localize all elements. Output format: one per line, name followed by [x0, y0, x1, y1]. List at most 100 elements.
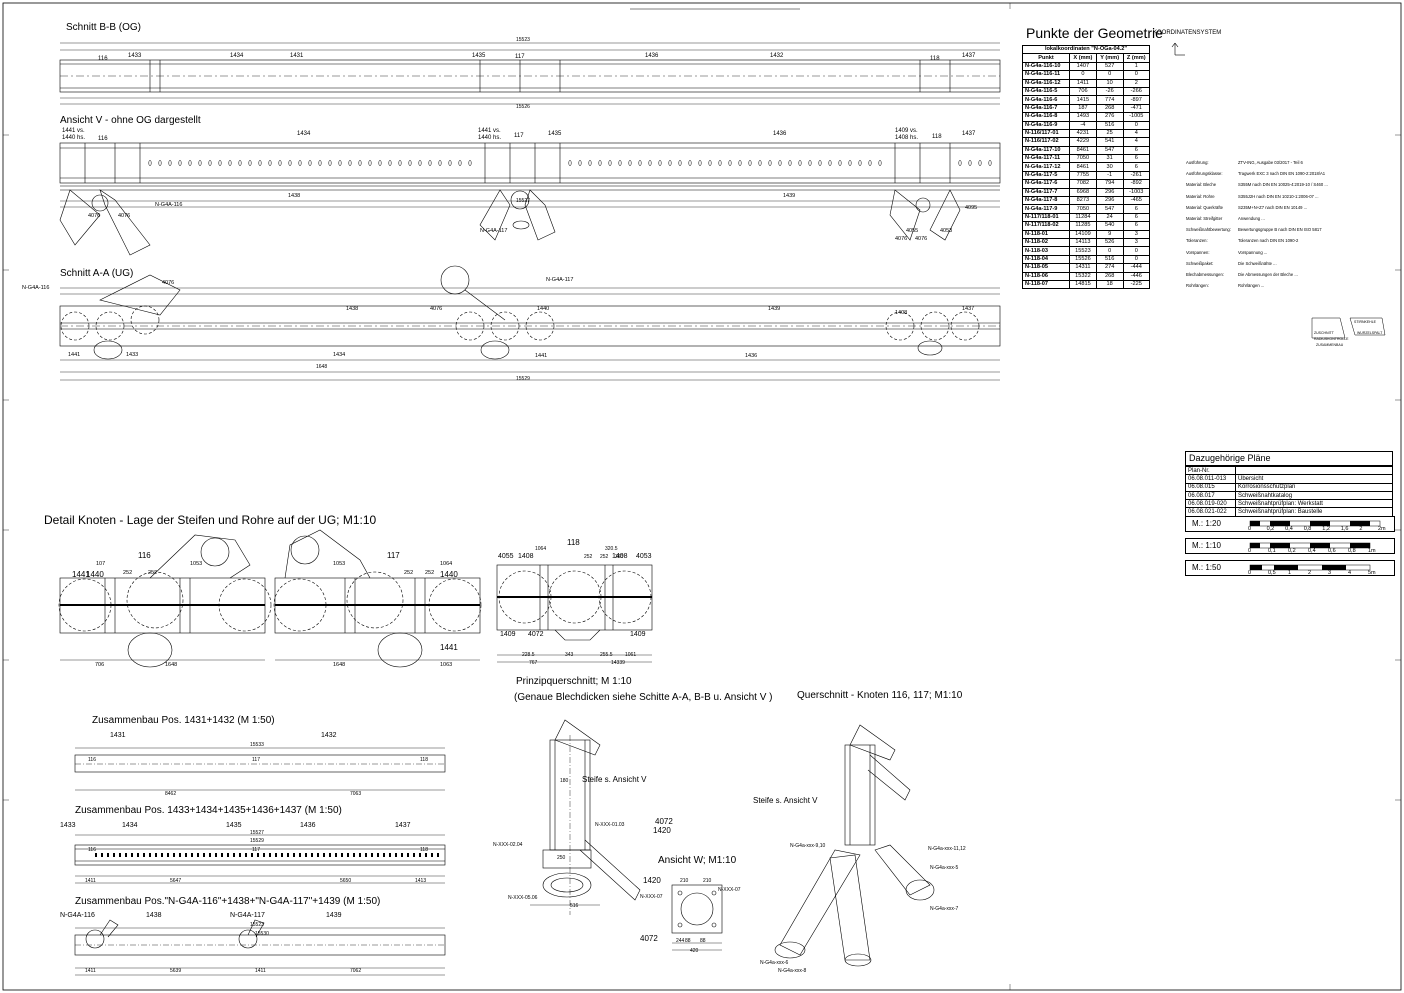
node-label: 4053 [940, 228, 953, 234]
ansicht-w-label: 4072 [640, 934, 658, 943]
note-row: Ausführung:ZTV-ING, Ausgabe 03/2017 - Te… [1186, 160, 1303, 165]
related-plans: Dazugehörige Pläne Plan-Nr. 06.08.011-01… [1185, 451, 1393, 517]
part-label: 1438 [146, 912, 162, 919]
part-label: 4076 [162, 280, 175, 286]
scale-tick-label: 1m [1368, 548, 1376, 554]
part-label: 4076 [430, 306, 443, 312]
part-label: 116 [98, 56, 108, 62]
table-cell: 1 [1122, 61, 1150, 72]
assemblies [74, 747, 446, 976]
querschnitt-label: N-G4a-xxx-6 [760, 960, 789, 966]
detail-knoten [58, 529, 653, 668]
note-row: Toleranzen:Toleranzen nach DIN EN 1090-2 [1186, 238, 1299, 244]
table-cell: -465 [1122, 196, 1150, 206]
table-cell: N-G4a-117-10 [1022, 145, 1070, 156]
querschnitt-label: N-G4a-xxx-8 [778, 968, 807, 974]
part-label: 1431 [290, 53, 304, 59]
part-label: 1439 [768, 306, 781, 312]
table-cell: 547 [1095, 204, 1124, 214]
dimension-label: 252 [600, 554, 609, 560]
part-label: 1440 hs. [62, 135, 86, 141]
dimension-label: 1413 [415, 878, 427, 884]
table-cell: 8461 [1069, 145, 1097, 156]
part-label: 1440 hs. [478, 135, 502, 141]
dimension-label: 4053 [636, 553, 652, 560]
ansicht-w-label: 420 [690, 948, 699, 954]
legend-label: ZUSAMMENBAU [1316, 343, 1344, 347]
dimension-label: 1648 [165, 662, 178, 668]
plan-cell: 06.08.011-013 [1185, 474, 1236, 484]
table-cell: 1493 [1069, 112, 1097, 122]
part-label: 1438 [346, 306, 359, 312]
dimension-label: 767 [529, 660, 538, 666]
prinzip-label: 1420 [653, 826, 671, 835]
part-label: 1435 [548, 131, 562, 137]
dimension-label: 1063 [440, 662, 453, 668]
scale-tick-label: 0,4 [1308, 548, 1316, 554]
table-cell: 11285 [1069, 221, 1097, 231]
prinzip-section [530, 719, 723, 951]
table-cell: 2 [1122, 78, 1150, 88]
dimension-label: 252 [148, 570, 158, 576]
dimension-label: 15530 [255, 931, 269, 937]
table-cell: N-116/117-02 [1022, 137, 1070, 147]
table-cell: 8461 [1069, 162, 1097, 172]
part-label: 1409 vs. [895, 128, 918, 134]
part-label: 1434 [122, 822, 138, 829]
general-notes: Ausführung:ZTV-ING, Ausgabe 03/2017 - Te… [1186, 160, 1391, 294]
dimension-total: 15526 [516, 104, 530, 110]
dimension-label: 1411 [255, 968, 266, 974]
part-label: 118 [930, 56, 940, 62]
table-cell: 25 [1095, 128, 1124, 139]
table-cell: N-117/118-01 [1022, 212, 1070, 223]
assembly-1-title: Zusammenbau Pos. 1431+1432 (M 1:50) [92, 715, 275, 726]
scale-tick-label: 0,4 [1285, 526, 1293, 532]
scale-tick-label: 1,2 [1322, 526, 1330, 532]
table-cell: 541 [1095, 137, 1124, 147]
dimension-label: 1441 [72, 570, 90, 579]
scale-tick-label: 0,6 [1328, 548, 1336, 554]
scale-tick-label: 0,2 [1288, 548, 1296, 554]
scale-bars [1249, 520, 1381, 571]
table-cell: -1003 [1122, 187, 1150, 198]
dimension-label: 1061 [625, 652, 637, 658]
dimension-label: 5647 [170, 878, 182, 884]
node-label: 118 [567, 538, 580, 547]
scale-tick-label: 0,2 [1266, 526, 1275, 532]
prinzip-label: Steife s. Ansicht V [582, 775, 647, 784]
table-cell: N-G4a-116-11 [1022, 70, 1070, 80]
section-bb-title: Schnitt B-B (OG) [66, 22, 142, 33]
table-cell: 3 [1122, 237, 1150, 248]
dimension-label: 1409 [630, 631, 646, 638]
part-label: 1433 [60, 822, 76, 829]
part-label: 1408 [895, 310, 908, 316]
dimension-total: 15529 [516, 376, 530, 382]
ansicht-w-label: 88 [685, 938, 691, 944]
table-cell: 6 [1122, 145, 1150, 156]
part-label: 1433 [126, 352, 139, 358]
table-cell: N-G4a-117-7 [1022, 187, 1070, 198]
table-cell: N-G4a-116-7 [1022, 103, 1070, 114]
part-label: 1437 [962, 306, 975, 312]
dimension-label: 706 [95, 662, 105, 668]
dimension-label: 1064 [440, 561, 453, 567]
table-cell: 15523 [1069, 246, 1097, 256]
table-cell: N-118-04 [1022, 254, 1070, 265]
table-cell: 6 [1122, 162, 1150, 172]
scale-tick-label: 3 [1328, 570, 1332, 576]
table-cell: 4 [1122, 137, 1150, 147]
table-cell: 1407 [1069, 61, 1097, 72]
plan-cell: 06.08.017 [1185, 490, 1236, 501]
part-label: 1436 [773, 131, 787, 137]
scale-tick-label: 0,8 [1348, 548, 1356, 554]
dimension-label: 1064 [535, 546, 547, 552]
